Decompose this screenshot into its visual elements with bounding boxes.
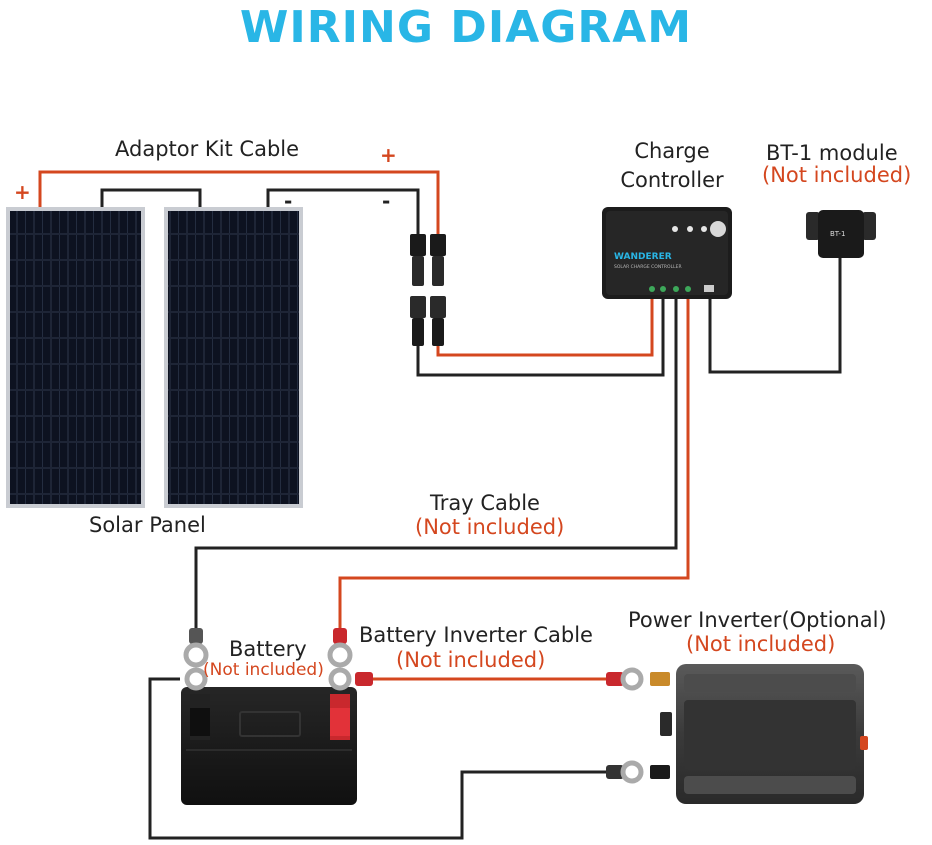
controller-to-bt1-wire (708, 256, 842, 374)
battery-label: Battery (229, 637, 307, 661)
bt1-not-included-note: (Not included) (762, 163, 912, 187)
negative-wire-adaptor (266, 188, 420, 240)
tray-cable-not-included-note: (Not included) (415, 515, 565, 539)
power-inverter (650, 664, 868, 804)
battery-inverter-cable-not-included-note: (Not included) (396, 648, 546, 672)
series-link-wire (100, 188, 202, 207)
charge-controller-label-line1: Charge (634, 139, 710, 163)
inverter-terminals (606, 667, 644, 784)
bt1-module-label: BT-1 module (766, 141, 898, 165)
adaptor-negative-to-controller (416, 296, 665, 377)
charge-controller: WANDERER SOLAR CHARGE CONTROLLER (602, 207, 732, 299)
power-inverter-label: Power Inverter(Optional) (628, 608, 887, 632)
page-title: WIRING DIAGRAM (239, 2, 693, 53)
positive-wire-adaptor (38, 170, 440, 240)
panel-minus-sign: - (284, 189, 293, 213)
adaptor-plus-sign: + (380, 143, 397, 167)
mc4-connectors (410, 234, 446, 346)
adaptor-kit-cable-label: Adaptor Kit Cable (115, 137, 300, 161)
controller-brand: WANDERER (614, 252, 672, 262)
battery-not-included-note: (Not included) (203, 660, 324, 680)
bt1-text: BT-1 (830, 230, 845, 238)
power-inverter-not-included-note: (Not included) (686, 632, 836, 656)
adaptor-minus-sign: - (382, 189, 391, 213)
adaptor-positive-to-controller (436, 296, 654, 357)
battery-terminals (183, 628, 373, 691)
tray-cable-positive (338, 296, 690, 628)
battery-inverter-cable-label: Battery Inverter Cable (359, 623, 593, 647)
panel-plus-sign: + (14, 180, 31, 204)
tray-cable-negative (194, 296, 678, 628)
battery (181, 687, 357, 805)
solar-panel-right (164, 207, 303, 508)
bt1-module: BT-1 (806, 210, 876, 258)
solar-panel-left (6, 207, 145, 508)
tray-cable-label: Tray Cable (430, 491, 540, 515)
controller-subtitle: SOLAR CHARGE CONTROLLER (614, 264, 682, 270)
solar-panel-label: Solar Panel (89, 513, 206, 537)
inverter-cable-negative (148, 677, 608, 840)
charge-controller-label-line2: Controller (620, 168, 724, 192)
